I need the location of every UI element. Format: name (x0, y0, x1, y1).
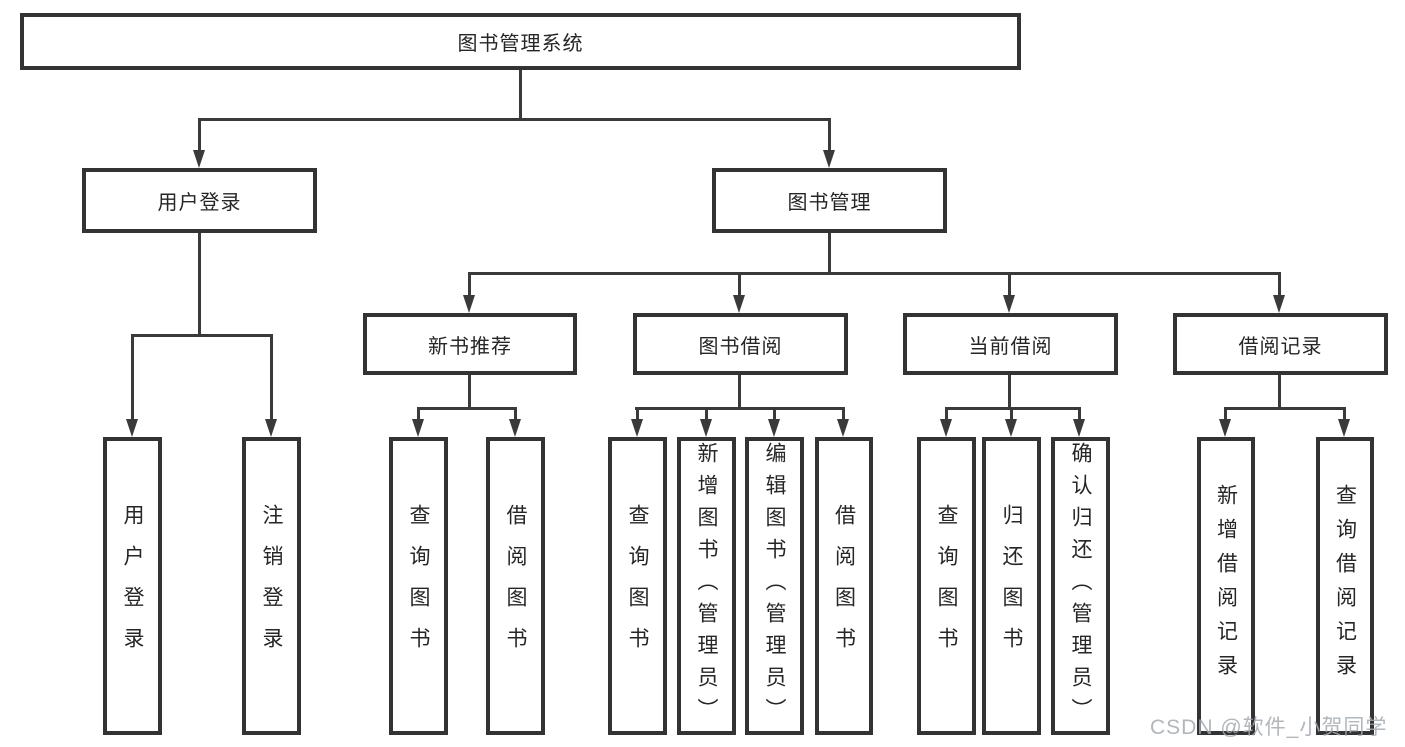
node-leaf-user-login[interactable]: 用户登录 (103, 437, 162, 735)
connector-br-leaf2-drop (1343, 407, 1346, 419)
arrowhead-bb-leaf2 (700, 419, 712, 437)
node-leaf-nb-borrow-books-label: 借阅图书 (504, 504, 527, 668)
node-new-book-recommend-label: 新书推荐 (428, 335, 512, 358)
node-leaf-nb-borrow-books[interactable]: 借阅图书 (486, 437, 545, 735)
arrowhead-user-login (193, 150, 205, 168)
node-leaf-user-login-label: 用户登录 (121, 504, 144, 668)
connector-nb-leaf1-drop (417, 407, 420, 419)
connector-records-stem (1278, 375, 1281, 407)
arrowhead-current-borrow (1003, 295, 1015, 313)
node-leaf-bb-add-books-admin-label: 新增图书（管理员） (695, 442, 718, 730)
node-borrow-records-label: 借阅记录 (1238, 335, 1323, 358)
connector-new-book-stem (468, 375, 471, 407)
node-leaf-bb-borrow-books-label: 借阅图书 (832, 504, 856, 668)
arrowhead-br-leaf2 (1338, 419, 1350, 437)
node-leaf-nb-query-books[interactable]: 查询图书 (389, 437, 448, 735)
node-leaf-br-add-record-label: 新增借阅记录 (1214, 484, 1238, 688)
node-current-borrow-label: 当前借阅 (968, 335, 1053, 358)
node-current-borrow[interactable]: 当前借阅 (903, 313, 1118, 375)
arrowhead-br-leaf1 (1219, 419, 1231, 437)
node-leaf-bb-borrow-books[interactable]: 借阅图书 (815, 437, 873, 735)
node-borrow-records[interactable]: 借阅记录 (1173, 313, 1388, 375)
arrowhead-ul-leaf2 (265, 419, 277, 437)
connector-cb-leaf3-drop (1078, 407, 1081, 419)
node-leaf-cb-confirm-return-admin[interactable]: 确认归还（管理员） (1051, 437, 1110, 735)
connector-cb-leaf1-drop (945, 407, 948, 419)
arrowhead-nb-leaf2 (509, 419, 521, 437)
node-leaf-bb-query-books[interactable]: 查询图书 (608, 437, 667, 735)
connector-bb-leaf3-drop (773, 407, 776, 419)
node-leaf-bb-edit-books-admin[interactable]: 编辑图书（管理员） (745, 437, 804, 735)
node-leaf-cb-query-books[interactable]: 查询图书 (917, 437, 976, 735)
connector-level3-bar (468, 272, 1281, 275)
arrowhead-ul-leaf1 (126, 419, 138, 437)
connector-book-mgmt-stem (828, 233, 831, 272)
connector-book-borrow-stem (738, 375, 741, 407)
arrowhead-nb-leaf1 (412, 419, 424, 437)
connector-book-mgmt-drop (828, 118, 831, 150)
arrowhead-bb-leaf1 (631, 419, 643, 437)
connector-br-leaf1-drop (1224, 407, 1227, 419)
arrowhead-records (1273, 295, 1285, 313)
arrowhead-bb-leaf4 (837, 419, 849, 437)
node-leaf-bb-add-books-admin[interactable]: 新增图书（管理员） (677, 437, 736, 735)
connector-bb-leaf4-drop (842, 407, 845, 419)
node-leaf-bb-query-books-label: 查询图书 (626, 504, 649, 668)
arrowhead-cb-leaf1 (940, 419, 952, 437)
connector-user-login-drop (198, 118, 201, 150)
connector-user-login-stem (198, 233, 201, 334)
arrowhead-bb-leaf3 (768, 419, 780, 437)
connector-records-drop (1278, 272, 1281, 295)
node-new-book-recommend[interactable]: 新书推荐 (363, 313, 577, 375)
node-user-login[interactable]: 用户登录 (82, 168, 317, 233)
connector-nb-leaf2-drop (514, 407, 517, 419)
node-root-label: 图书管理系统 (457, 33, 584, 55)
connector-bb-leaf1-drop (636, 407, 639, 419)
node-leaf-cb-query-books-label: 查询图书 (935, 504, 958, 668)
node-book-borrow-label: 图书借阅 (698, 335, 783, 358)
connector-new-book-drop (468, 272, 471, 295)
node-leaf-br-query-record-label: 查询借阅记录 (1333, 484, 1357, 688)
connector-current-borrow-drop (1008, 272, 1011, 295)
node-user-login-label: 用户登录 (157, 192, 242, 214)
node-book-borrow[interactable]: 图书借阅 (633, 313, 848, 375)
arrowhead-cb-leaf3 (1073, 419, 1085, 437)
connector-level2-bar (198, 118, 831, 121)
node-leaf-bb-edit-books-admin-label: 编辑图书（管理员） (763, 442, 786, 730)
node-book-management-label: 图书管理 (787, 192, 872, 214)
node-leaf-br-query-record[interactable]: 查询借阅记录 (1316, 437, 1374, 735)
arrowhead-book-mgmt (823, 150, 835, 168)
connector-ul-leaf2-drop (270, 334, 273, 419)
connector-user-login-bar (131, 334, 273, 337)
node-root-system[interactable]: 图书管理系统 (20, 13, 1021, 70)
arrowhead-new-book (463, 295, 475, 313)
node-leaf-nb-query-books-label: 查询图书 (407, 504, 430, 668)
connector-book-borrow-drop (738, 272, 741, 295)
node-leaf-cb-confirm-return-admin-label: 确认归还（管理员） (1069, 442, 1092, 730)
node-leaf-cb-return-books-label: 归还图书 (1000, 504, 1023, 668)
arrowhead-cb-leaf2 (1005, 419, 1017, 437)
node-leaf-logout[interactable]: 注销登录 (242, 437, 301, 735)
connector-ul-leaf1-drop (131, 334, 134, 419)
node-leaf-cb-return-books[interactable]: 归还图书 (982, 437, 1041, 735)
connector-records-bar (1224, 407, 1346, 410)
node-book-management[interactable]: 图书管理 (712, 168, 947, 233)
csdn-watermark: CSDN @软件_小贺同学 (1150, 716, 1388, 739)
connector-current-borrow-stem (1008, 375, 1011, 407)
connector-cb-leaf2-drop (1010, 407, 1013, 419)
connector-new-book-bar (417, 407, 517, 410)
arrowhead-book-borrow (733, 295, 745, 313)
node-leaf-br-add-record[interactable]: 新增借阅记录 (1197, 437, 1255, 735)
connector-book-borrow-bar (635, 407, 845, 410)
connector-bb-leaf2-drop (705, 407, 708, 419)
node-leaf-logout-label: 注销登录 (260, 504, 283, 668)
connector-current-borrow-bar (945, 407, 1081, 410)
connector-root-stem (519, 70, 522, 118)
